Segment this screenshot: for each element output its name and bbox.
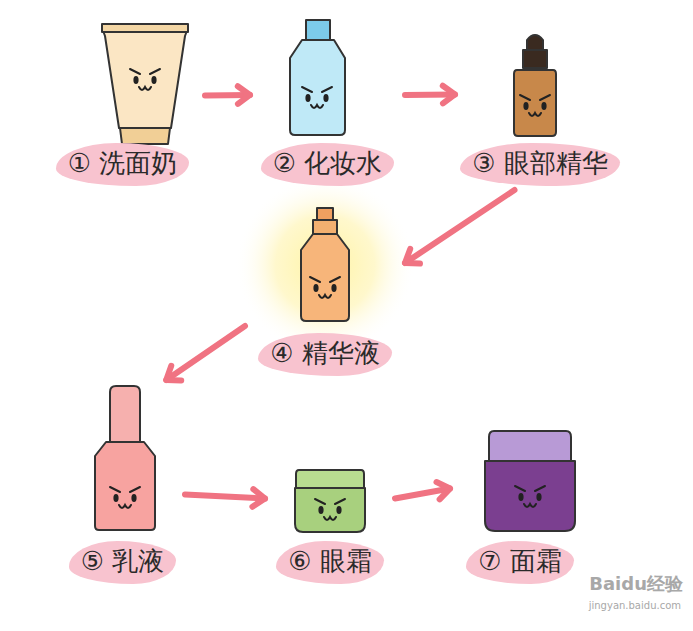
face: [310, 277, 340, 298]
watermark: jingyan.baidu.com: [589, 600, 681, 611]
bottle-part: [485, 461, 575, 531]
product-node: ⑤ 乳液: [60, 380, 185, 588]
step-label: ② 化妆水: [261, 143, 395, 186]
flow-arrow: [205, 86, 250, 104]
step-label: ④ 精华液: [258, 333, 392, 376]
product-node: ③ 眼部精华: [455, 28, 625, 190]
bottle-part: [102, 24, 188, 32]
flow-arrow: [395, 482, 450, 499]
bottle-part: [296, 470, 364, 488]
bottle-part: [120, 128, 170, 144]
arrow-head: [252, 489, 265, 507]
glow: [235, 175, 415, 355]
bottle-part: [295, 488, 365, 532]
step-label: ⑤ 乳液: [69, 541, 177, 584]
bottle-part: [110, 386, 140, 442]
bottle-part: [523, 50, 547, 68]
bottle-part: [95, 442, 155, 530]
face: [520, 95, 550, 116]
bottle-part: [306, 20, 330, 40]
bottle-part: [317, 208, 333, 220]
product-node: ① 洗面奶: [40, 18, 205, 190]
product-node: ⑥ 眼霜: [265, 462, 395, 588]
bottle-part: [290, 40, 345, 135]
bottle-part: [102, 28, 188, 128]
face: [302, 87, 332, 108]
step-label: ③ 眼部精华: [460, 143, 620, 186]
arrow-shaft: [185, 494, 265, 498]
arrow-shaft: [405, 190, 515, 263]
arrow-head: [166, 366, 181, 381]
bottle-part: [313, 220, 337, 234]
flow-arrow: [405, 190, 515, 264]
face: [110, 487, 140, 508]
arrow-head: [238, 86, 250, 104]
product-node: ② 化妆水: [250, 14, 405, 190]
arrow-shaft: [166, 326, 245, 380]
arrow-head: [443, 86, 455, 104]
bottle-part: [527, 35, 543, 50]
bottle-part: [489, 431, 571, 461]
bottle-part: [301, 234, 349, 321]
flow-arrow: [166, 326, 245, 380]
face: [130, 69, 160, 90]
flow-arrow: [185, 489, 265, 507]
step-label: ① 洗面奶: [56, 143, 190, 186]
watermark: Baidu经验: [589, 572, 683, 596]
step-label: ⑥ 眼霜: [276, 541, 384, 584]
flow-arrow: [405, 86, 455, 104]
face: [515, 486, 545, 507]
arrow-head: [436, 482, 450, 499]
step-label: ⑦ 面霜: [466, 541, 574, 584]
bottle-part: [514, 70, 556, 136]
product-node: ⑦ 面霜: [450, 425, 590, 588]
product-node: ④ 精华液: [245, 200, 405, 380]
arrow-head: [405, 249, 420, 264]
face: [315, 499, 345, 520]
